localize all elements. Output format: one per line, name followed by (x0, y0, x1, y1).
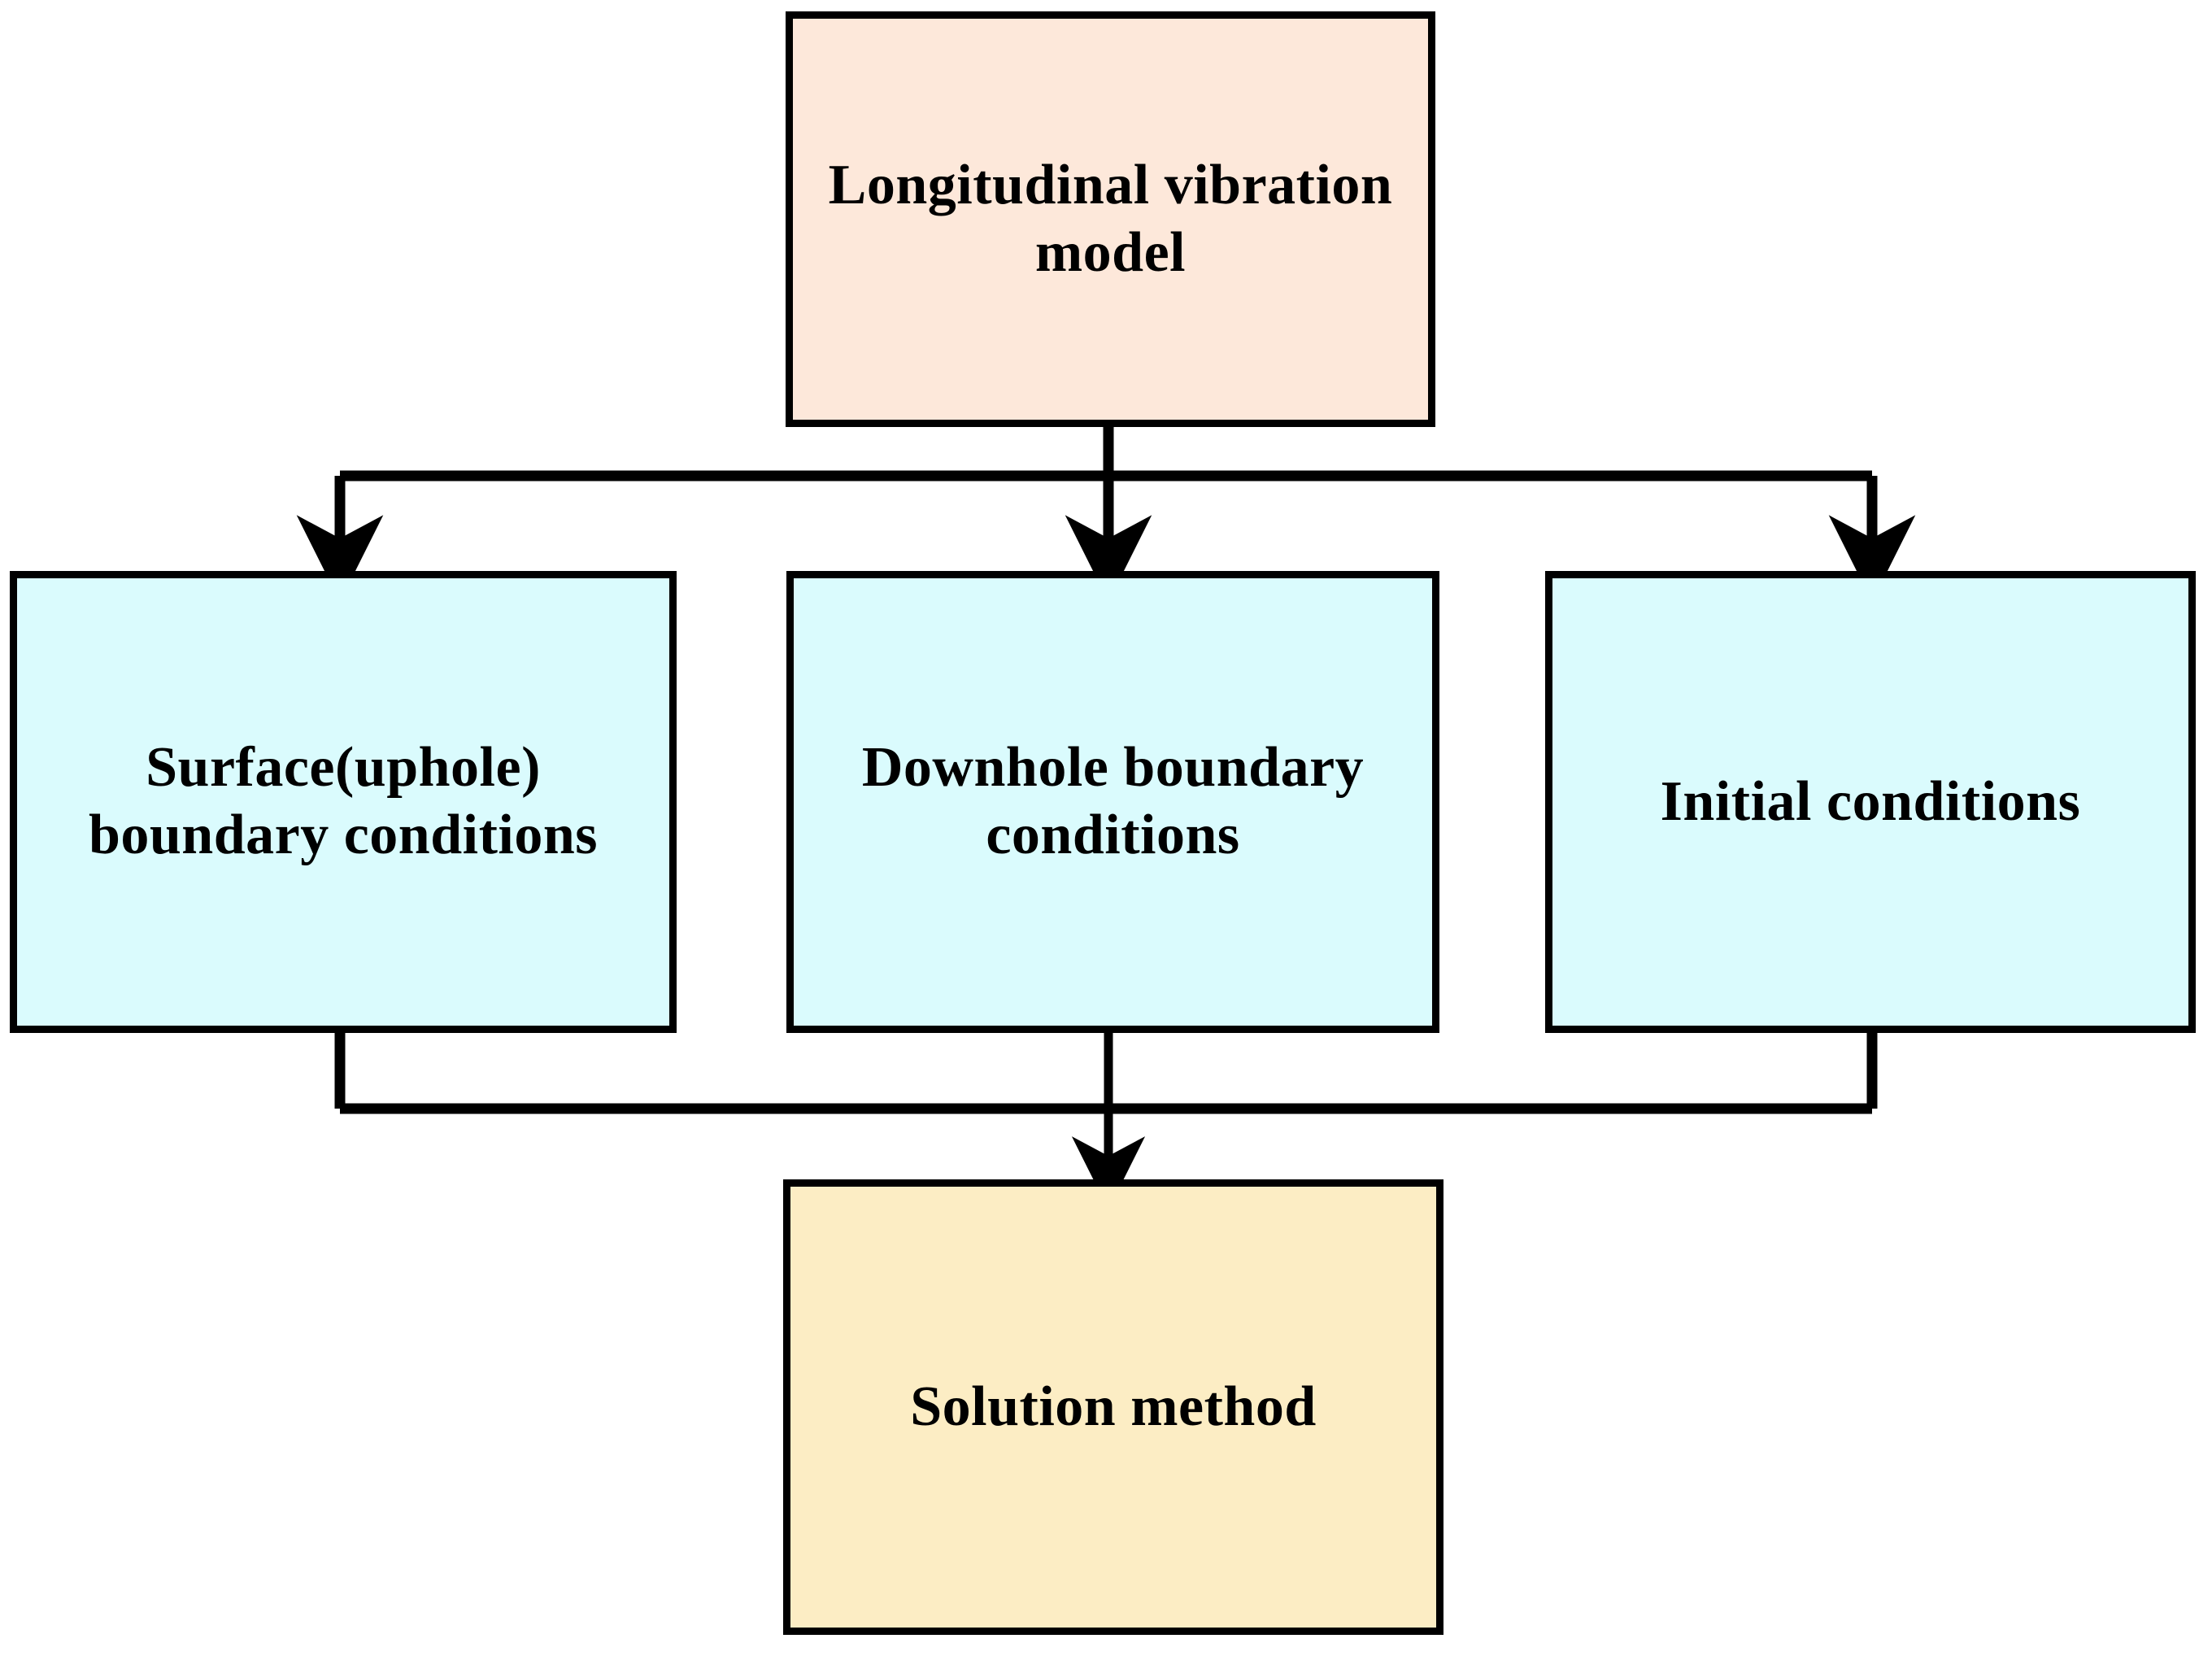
node-initial-conditions[interactable]: Initial conditions (1545, 571, 2196, 1033)
node-label-initial: Initial conditions (1660, 769, 2081, 833)
node-label-surface: Surface(uphole)boundary conditions (88, 736, 599, 866)
node-label-solution: Solution method (910, 1375, 1317, 1438)
node-surface-uphole-boundary-conditions[interactable]: Surface(uphole)boundary conditions (10, 571, 677, 1033)
node-solution-method[interactable]: Solution method (783, 1179, 1443, 1635)
